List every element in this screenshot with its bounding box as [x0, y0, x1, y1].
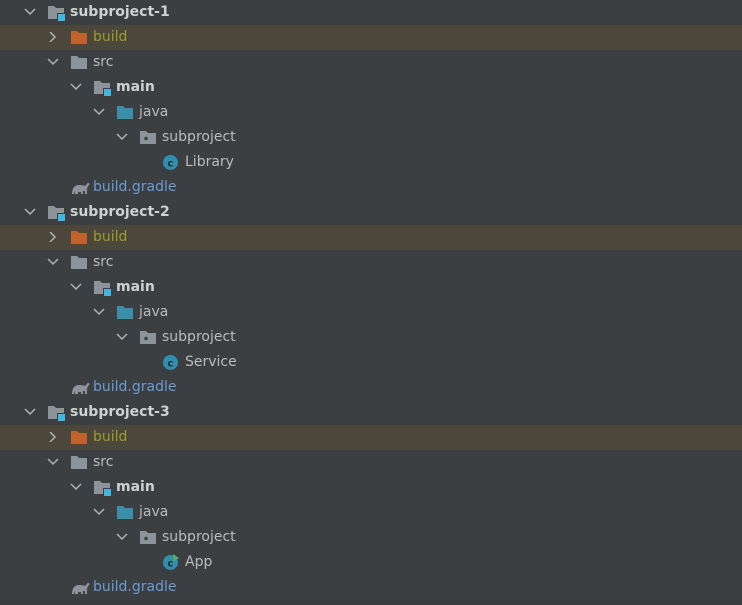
- chevron-down-icon[interactable]: [70, 275, 82, 300]
- tree-item-label: main: [116, 79, 155, 95]
- excluded-folder-icon: [70, 229, 88, 246]
- tree-item-label: build: [93, 229, 128, 245]
- tree-item-label: src: [93, 54, 114, 70]
- module-folder-icon: [93, 79, 111, 96]
- gradle-icon: [70, 179, 90, 196]
- tree-item-main[interactable]: main: [0, 475, 742, 500]
- tree-item-subproject-3[interactable]: subproject-3: [0, 400, 742, 425]
- tree-item-label: Library: [185, 154, 234, 170]
- tree-item-label: java: [139, 304, 169, 320]
- tree-item-label: subproject-1: [70, 4, 170, 20]
- package-icon: [139, 529, 157, 546]
- tree-item-label: main: [116, 279, 155, 295]
- chevron-right-icon[interactable]: [47, 25, 59, 50]
- tree-item-service[interactable]: c Service: [0, 350, 742, 375]
- tree-item-build-gradle[interactable]: build.gradle: [0, 375, 742, 400]
- tree-item-build[interactable]: build: [0, 25, 742, 50]
- module-folder-icon: [47, 204, 65, 221]
- tree-item-build-gradle[interactable]: build.gradle: [0, 175, 742, 200]
- tree-item-subproject-1[interactable]: subproject-1: [0, 0, 742, 25]
- chevron-down-icon[interactable]: [93, 100, 105, 125]
- tree-item-java[interactable]: java: [0, 300, 742, 325]
- tree-item-src[interactable]: src: [0, 250, 742, 275]
- chevron-right-icon[interactable]: [47, 225, 59, 250]
- tree-item-build[interactable]: build: [0, 425, 742, 450]
- tree-item-label: build: [93, 429, 128, 445]
- class-icon: c: [162, 154, 180, 171]
- tree-item-library[interactable]: c Library: [0, 150, 742, 175]
- gradle-icon: [70, 379, 90, 396]
- tree-item-label: subproject-3: [70, 404, 170, 420]
- tree-item-label: App: [185, 554, 213, 570]
- tree-item-main[interactable]: main: [0, 275, 742, 300]
- chevron-down-icon[interactable]: [24, 0, 36, 25]
- tree-item-subproject-2[interactable]: subproject-2: [0, 200, 742, 225]
- tree-item-app[interactable]: c App: [0, 550, 742, 575]
- svg-text:c: c: [168, 359, 174, 370]
- tree-item-build-gradle[interactable]: build.gradle: [0, 575, 742, 600]
- tree-item-build[interactable]: build: [0, 225, 742, 250]
- module-folder-icon: [47, 404, 65, 421]
- tree-item-label: main: [116, 479, 155, 495]
- chevron-down-icon[interactable]: [24, 200, 36, 225]
- excluded-folder-icon: [70, 29, 88, 46]
- tree-item-src[interactable]: src: [0, 450, 742, 475]
- module-folder-icon: [47, 4, 65, 21]
- tree-item-java[interactable]: java: [0, 500, 742, 525]
- tree-item-main[interactable]: main: [0, 75, 742, 100]
- chevron-down-icon[interactable]: [116, 525, 128, 550]
- tree-item-label: subproject-2: [70, 204, 170, 220]
- module-folder-icon: [93, 479, 111, 496]
- tree-item-label: subproject: [162, 129, 236, 145]
- tree-item-src[interactable]: src: [0, 50, 742, 75]
- folder-icon: [70, 54, 88, 71]
- tree-item-label: java: [139, 504, 169, 520]
- chevron-down-icon[interactable]: [47, 250, 59, 275]
- svg-text:c: c: [168, 559, 174, 570]
- tree-item-label: subproject: [162, 529, 236, 545]
- chevron-down-icon[interactable]: [93, 300, 105, 325]
- tree-item-label: src: [93, 454, 114, 470]
- runnable-class-icon: c: [162, 554, 180, 571]
- chevron-down-icon[interactable]: [116, 325, 128, 350]
- tree-item-label: Service: [185, 354, 237, 370]
- tree-item-java[interactable]: java: [0, 100, 742, 125]
- folder-icon: [70, 254, 88, 271]
- tree-item-subproject[interactable]: subproject: [0, 325, 742, 350]
- class-icon: c: [162, 354, 180, 371]
- tree-item-subproject[interactable]: subproject: [0, 525, 742, 550]
- chevron-right-icon[interactable]: [47, 425, 59, 450]
- tree-item-label: build.gradle: [93, 579, 177, 595]
- chevron-down-icon[interactable]: [70, 75, 82, 100]
- gradle-icon: [70, 579, 90, 596]
- package-icon: [139, 129, 157, 146]
- tree-item-subproject[interactable]: subproject: [0, 125, 742, 150]
- folder-icon: [70, 454, 88, 471]
- tree-item-label: src: [93, 254, 114, 270]
- package-icon: [139, 329, 157, 346]
- chevron-down-icon[interactable]: [24, 400, 36, 425]
- chevron-down-icon[interactable]: [47, 450, 59, 475]
- tree-item-label: build.gradle: [93, 179, 177, 195]
- svg-text:c: c: [168, 159, 174, 170]
- chevron-down-icon[interactable]: [116, 125, 128, 150]
- tree-item-label: build.gradle: [93, 379, 177, 395]
- chevron-down-icon[interactable]: [70, 475, 82, 500]
- module-folder-icon: [93, 279, 111, 296]
- tree-item-label: subproject: [162, 329, 236, 345]
- excluded-folder-icon: [70, 429, 88, 446]
- source-folder-icon: [116, 304, 134, 321]
- source-folder-icon: [116, 504, 134, 521]
- tree-item-label: build: [93, 29, 128, 45]
- tree-item-label: java: [139, 104, 169, 120]
- source-folder-icon: [116, 104, 134, 121]
- chevron-down-icon[interactable]: [47, 50, 59, 75]
- chevron-down-icon[interactable]: [93, 500, 105, 525]
